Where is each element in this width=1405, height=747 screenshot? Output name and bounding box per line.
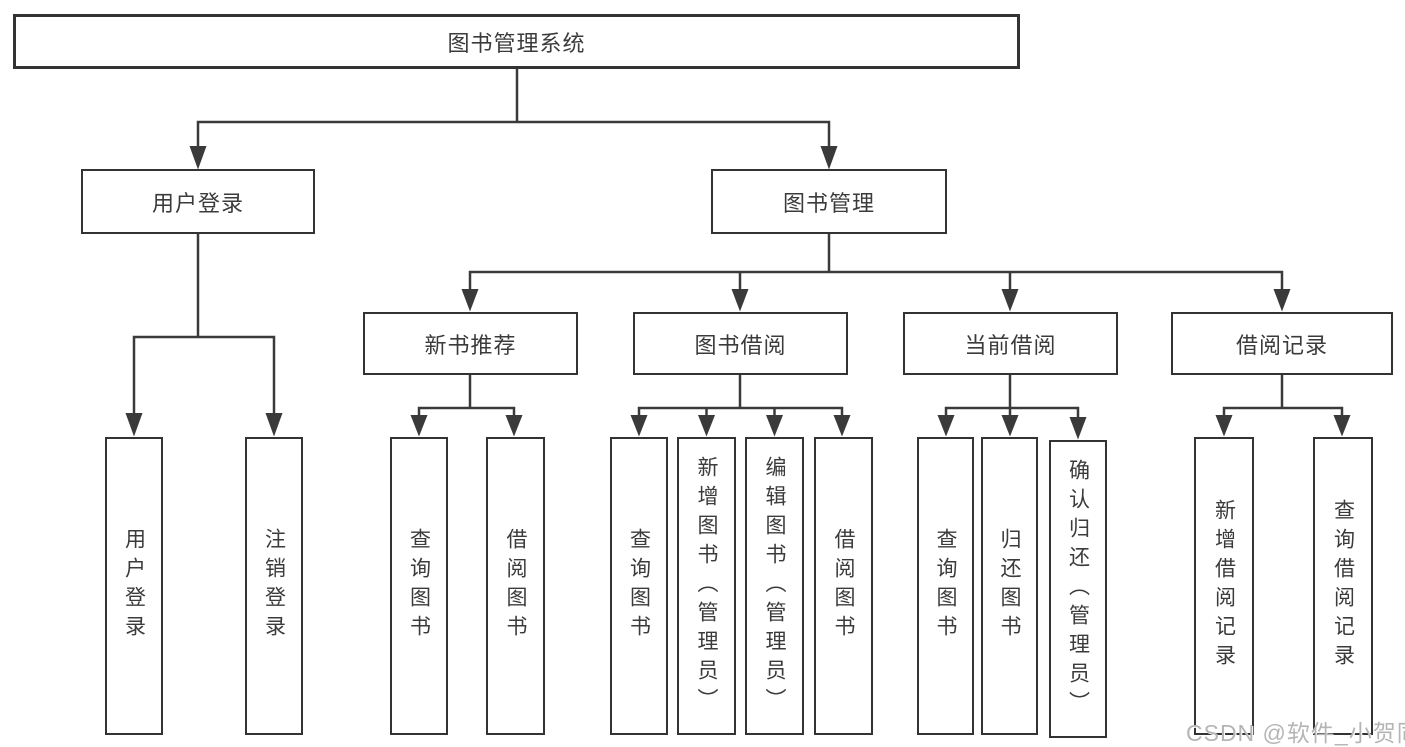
leaf-query-books-recommend: 查询图书	[390, 437, 448, 735]
leaf-add-books-admin: 新增图书（管理员）	[677, 437, 736, 735]
branch-borrowing-records	[1215, 375, 1351, 437]
branch-root	[189, 69, 838, 170]
node-current-borrowing: 当前借阅	[903, 312, 1118, 375]
branch-new-book-recommend	[410, 375, 523, 437]
leaf-query-borrow-record: 查询借阅记录	[1313, 437, 1373, 735]
watermark: CSDN @软件_小贺同学	[1186, 720, 1405, 746]
leaf-confirm-return-admin: 确认归还（管理员）	[1049, 440, 1107, 738]
leaf-borrow-books-recommend: 借阅图书	[486, 437, 545, 735]
leaf-borrow-books: 借阅图书	[814, 437, 873, 735]
leaf-logout: 注销登录	[245, 437, 303, 735]
node-book-management: 图书管理	[711, 169, 947, 234]
node-book-borrowing: 图书借阅	[633, 312, 848, 375]
leaf-edit-books-admin: 编辑图书（管理员）	[745, 437, 804, 735]
node-user-login: 用户登录	[81, 169, 315, 234]
leaf-user-login: 用户登录	[105, 437, 163, 735]
node-library-management-system: 图书管理系统	[13, 14, 1020, 69]
branch-user-login	[125, 234, 283, 437]
leaf-query-books-borrowing: 查询图书	[610, 437, 668, 735]
leaf-return-books: 归还图书	[981, 437, 1038, 735]
branch-book-management	[461, 234, 1291, 312]
node-new-book-recommend: 新书推荐	[363, 312, 578, 375]
branch-book-borrowing	[630, 375, 851, 437]
leaf-query-books-current: 查询图书	[917, 437, 974, 735]
branch-current-borrowing	[937, 375, 1087, 440]
node-borrowing-records: 借阅记录	[1171, 312, 1393, 375]
leaf-add-borrow-record: 新增借阅记录	[1194, 437, 1254, 735]
